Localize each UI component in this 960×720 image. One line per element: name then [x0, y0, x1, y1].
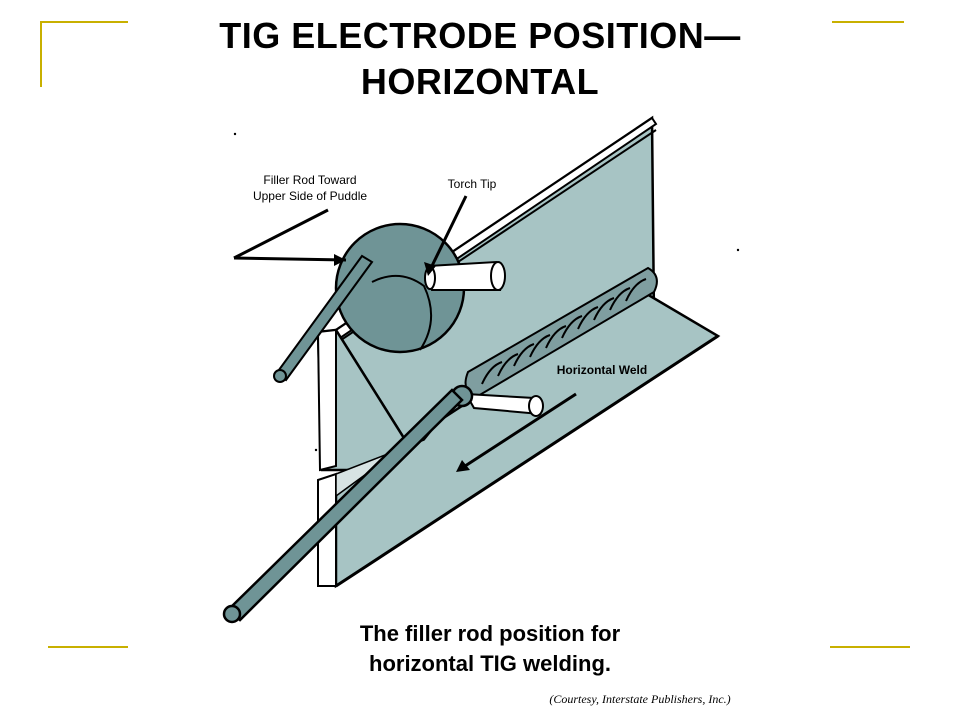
label-filler-rod-line-2: Upper Side of Puddle — [253, 189, 367, 203]
label-filler-rod-line-1: Filler Rod Toward — [263, 173, 356, 187]
gold-corner-line-bottom-left — [48, 646, 128, 648]
torch-tip-arrow-head — [424, 262, 436, 276]
gold-corner-line-top-left-v — [40, 21, 42, 87]
weld-direction-arrow-head — [456, 460, 470, 472]
speck — [314, 448, 318, 452]
weld-bead — [464, 266, 658, 398]
speck — [233, 132, 237, 136]
torch-tip-leader-line — [428, 195, 468, 271]
speck — [736, 248, 740, 252]
gold-corner-line-top-right — [832, 21, 904, 23]
lower-plate-bottom-line — [335, 334, 719, 588]
courtesy-credit: (Courtesy, Interstate Publishers, Inc.) — [549, 692, 731, 706]
label-horizontal-weld: Horizontal Weld — [557, 363, 647, 377]
label-torch-tip: Torch Tip — [448, 177, 497, 191]
filler-rod-arrow-head — [334, 254, 346, 266]
gold-corner-line-top-left-h — [40, 21, 128, 23]
left-plate-front-edge — [316, 328, 337, 472]
weld-direction-arrow — [461, 392, 577, 470]
filler-rod — [222, 388, 464, 624]
gold-corner-line-bottom-right — [830, 646, 910, 648]
magnifier-filler-rod — [273, 254, 374, 383]
title-line-2: HORIZONTAL — [360, 61, 600, 102]
caption-line-1: The filler rod position for — [359, 621, 621, 646]
caption-line-2: horizontal TIG welding. — [369, 651, 611, 676]
filler-rod-leader-arrow — [233, 208, 347, 262]
title-line-1: TIG ELECTRODE POSITION— — [219, 15, 741, 56]
